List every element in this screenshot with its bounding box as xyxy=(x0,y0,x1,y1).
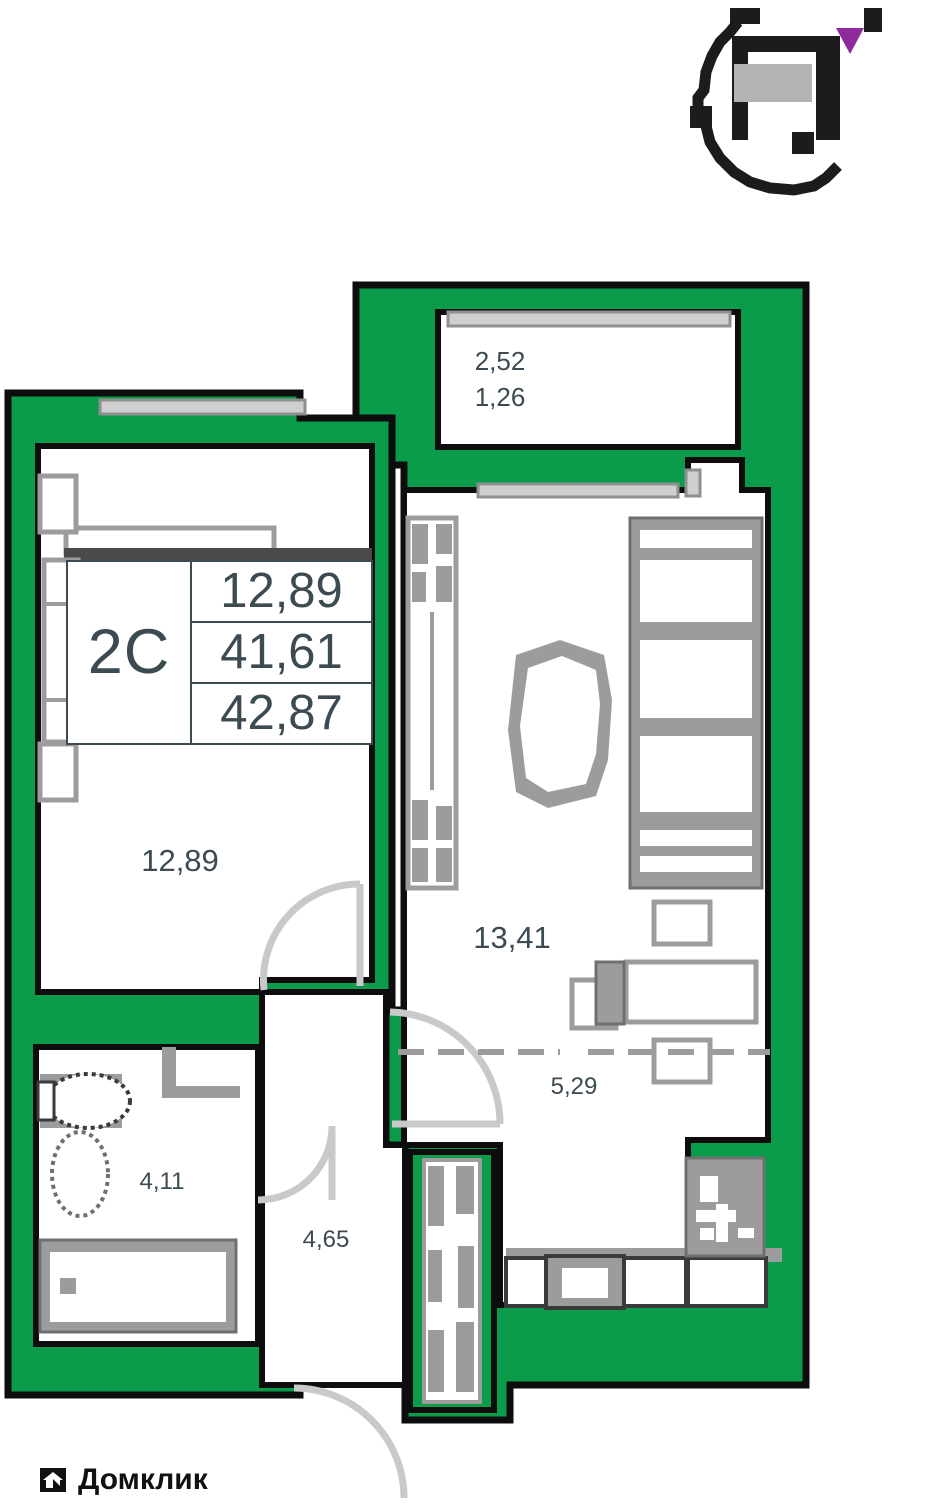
kitchen-stove-inner xyxy=(562,1268,608,1298)
furniture-layer xyxy=(36,473,782,1334)
living-area-value: 12,89 xyxy=(220,564,343,618)
living-area-cell: 12,89 xyxy=(192,562,371,623)
dining-chair-top xyxy=(651,899,713,947)
room-label-living-room: 13,41 xyxy=(473,920,551,955)
sink-icon xyxy=(50,1130,110,1218)
bathroom-shelf xyxy=(162,1047,176,1093)
floor-plate-notch-bottom xyxy=(792,132,814,154)
room-label-hall: 4,65 xyxy=(302,1226,350,1253)
balcony-area-line1: 2,52 xyxy=(474,346,526,376)
door-living-swing xyxy=(389,1008,504,1125)
doors-layer xyxy=(257,880,770,1499)
room-label-balcony: 2,52 1,26 xyxy=(475,344,526,416)
door-bedroom-swing xyxy=(259,880,361,991)
kitchen-sink-basin xyxy=(700,1176,718,1202)
toilet-icon xyxy=(44,1072,132,1130)
apartment-type-value: 2С xyxy=(87,617,171,687)
living-shelf-2 xyxy=(640,560,752,622)
living-shelf-3 xyxy=(640,640,752,718)
balcony-door-window xyxy=(684,468,702,498)
bedroom-window xyxy=(98,398,307,416)
total-with-balcony-value: 42,87 xyxy=(220,686,343,740)
building-minimap xyxy=(690,8,882,196)
domclick-watermark: Домклик xyxy=(36,1460,208,1500)
bathroom-shelf-2 xyxy=(162,1086,240,1098)
living-room-window xyxy=(476,482,680,499)
floor-plate-outline xyxy=(692,18,842,196)
living-shelf-4 xyxy=(640,736,752,812)
living-shelf-6 xyxy=(640,856,752,872)
apartment-areas: 12,89 41,61 42,87 xyxy=(192,562,371,743)
balcony-interior xyxy=(435,309,741,450)
balcony-area-line2: 1,26 xyxy=(474,381,526,412)
room-label-kitchen: 5,29 xyxy=(550,1073,598,1100)
bathtub-inner xyxy=(50,1252,226,1322)
kitchen-faucet-icon xyxy=(696,1204,754,1242)
door-entrance-swing xyxy=(293,1384,408,1499)
total-with-balcony-cell: 42,87 xyxy=(192,684,371,743)
highlighted-apartment xyxy=(734,64,812,102)
room-label-bathroom: 4,11 xyxy=(139,1168,185,1195)
living-shelf-1 xyxy=(640,530,752,548)
domclick-brand-text: Домклик xyxy=(78,1463,208,1496)
bedroom-closet-column xyxy=(37,473,79,535)
room-label-bedroom: 12,89 xyxy=(141,843,219,878)
compass-north-arrow xyxy=(836,28,864,54)
floor-plate-notch-top xyxy=(730,8,760,24)
entrance-door-hatch xyxy=(428,1166,474,1392)
balcony-glazing xyxy=(446,310,732,328)
floor-plate-core-bar xyxy=(816,36,840,140)
total-area-cell: 41,61 xyxy=(192,623,371,684)
apartment-type-cell: 2С xyxy=(68,562,192,743)
bathtub-drain xyxy=(60,1278,76,1294)
apartment-info-box: 2С 12,89 41,61 42,87 xyxy=(66,560,373,745)
living-shelf-5 xyxy=(640,830,752,846)
kitchen-cabinet-2 xyxy=(622,1256,688,1308)
dining-side-cabinet xyxy=(594,960,626,1026)
domclick-house-icon xyxy=(40,1468,66,1492)
bedroom-closet-lower xyxy=(37,741,79,803)
living-wardrobe-hatch xyxy=(412,524,452,882)
floor-plate-notch-right xyxy=(864,8,882,32)
dining-table xyxy=(623,959,759,1025)
dining-chair-bottom xyxy=(651,1037,713,1085)
floor-plate-notch-left xyxy=(690,106,712,128)
kitchen-cabinet-3 xyxy=(686,1256,768,1308)
living-sofa-seat xyxy=(520,656,600,792)
toilet-tank xyxy=(36,1080,56,1122)
bedroom-wardrobe-shadow xyxy=(64,548,372,560)
total-area-value: 41,61 xyxy=(220,625,343,679)
